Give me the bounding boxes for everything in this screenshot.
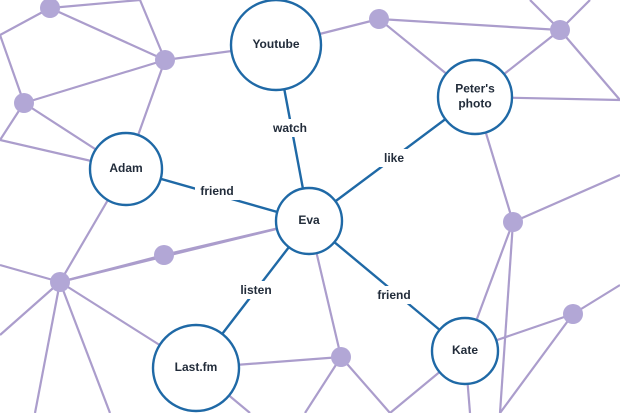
edge-label-background xyxy=(372,286,416,304)
background-edge xyxy=(0,34,26,104)
node-adam: Adam xyxy=(88,131,164,207)
background-edge xyxy=(0,281,61,336)
background-node-dot xyxy=(503,212,523,232)
background-edge xyxy=(49,6,166,62)
node-circle xyxy=(436,58,514,136)
node-kate: Kate xyxy=(430,316,500,386)
background-node-dot xyxy=(331,347,351,367)
background-edge xyxy=(58,281,112,413)
background-edge xyxy=(498,221,515,413)
node-label: Last.fm xyxy=(175,360,218,374)
background-node-dot xyxy=(550,20,570,40)
background-node-dot xyxy=(563,304,583,324)
background-node-dot xyxy=(369,9,389,29)
node-label: Youtube xyxy=(252,37,299,51)
node-circle xyxy=(430,316,500,386)
edge-label-background xyxy=(195,182,239,200)
background-edge xyxy=(378,17,561,32)
node-last-fm: Last.fm xyxy=(151,323,241,413)
edge-label-text: listen xyxy=(240,283,271,297)
background-edge xyxy=(304,356,342,413)
background-node-dot xyxy=(155,50,175,70)
node-label: Eva xyxy=(298,213,320,227)
background-edge xyxy=(0,263,61,284)
background-edge xyxy=(499,313,574,413)
edge-label-friend: friend xyxy=(372,286,416,304)
node-circle xyxy=(274,186,344,256)
background-node-dot xyxy=(14,93,34,113)
background-edge xyxy=(340,356,391,413)
edge-label-background xyxy=(269,119,311,137)
edge-label-text: friend xyxy=(200,184,233,198)
background-edge xyxy=(23,58,166,105)
node-circle xyxy=(229,0,323,92)
edge-label-background xyxy=(236,281,276,299)
edge-label-like: like xyxy=(379,149,409,167)
node-label: Kate xyxy=(452,343,478,357)
background-edge xyxy=(138,0,167,61)
edge-label-text: friend xyxy=(377,288,410,302)
node-label: Adam xyxy=(109,161,142,175)
background-node-dot xyxy=(50,272,70,292)
node-eva: Eva xyxy=(274,186,344,256)
background-node-dot xyxy=(40,0,60,18)
background-edge xyxy=(59,219,310,284)
edge-label-background xyxy=(379,149,409,167)
background-node-dot xyxy=(154,245,174,265)
background-edge xyxy=(33,281,62,413)
node-circle xyxy=(88,131,164,207)
edge-label-text: like xyxy=(384,151,404,165)
edge-label-watch: watch xyxy=(269,119,311,137)
edge-label-friend: friend xyxy=(195,182,239,200)
edge-label-listen: listen xyxy=(236,281,276,299)
background-network-nodes xyxy=(14,0,583,367)
node-circle xyxy=(151,323,241,413)
background-edge xyxy=(49,0,141,10)
node-youtube: Youtube xyxy=(229,0,323,92)
background-edge xyxy=(512,173,620,224)
edge-label-text: watch xyxy=(272,121,307,135)
background-edge xyxy=(559,29,620,101)
